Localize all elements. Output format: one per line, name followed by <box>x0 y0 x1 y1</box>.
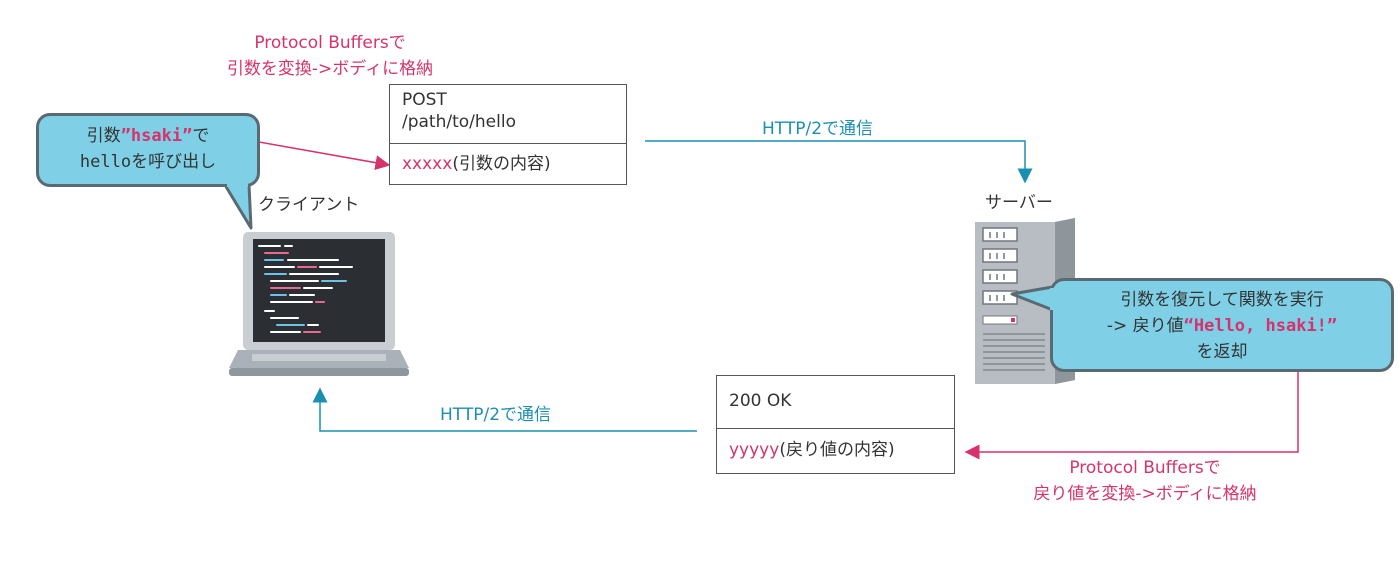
server-bubble-tail <box>1010 284 1059 314</box>
top-protocol-line1: Protocol Buffersで <box>254 33 406 53</box>
response-status: 200 OK <box>729 391 792 411</box>
client-bubble-prefix: 引数 <box>86 126 121 146</box>
laptop-icon <box>229 232 409 376</box>
server-bubble-line1: 引数を復元して関数を実行 <box>1120 290 1324 310</box>
client-bubble-call: を呼び出し <box>131 152 217 172</box>
request-body-desc: (引数の内容) <box>452 154 551 174</box>
server-speech-bubble: 引数を復元して関数を実行 -> 戻り値“Hello, hsaki!” を返却 <box>1050 278 1394 372</box>
server-bubble-return-value: “Hello, hsaki!” <box>1183 316 1338 336</box>
server-bubble-return-prefix: -> 戻り値 <box>1106 316 1184 336</box>
response-http-label: HTTP/2で通信 <box>440 405 552 425</box>
response-body-desc: (戻り値の内容) <box>779 440 895 460</box>
request-http-label: HTTP/2で通信 <box>762 119 874 139</box>
response-box: 200 OK yyyyy(戻り値の内容) <box>716 375 955 474</box>
client-bubble-arg: ”hsaki” <box>120 126 193 146</box>
client-bubble-tail <box>225 182 253 230</box>
return-pointer-arrow <box>964 345 1299 460</box>
request-http-arrow <box>645 140 1033 184</box>
server-bubble-tail-join <box>1050 288 1056 310</box>
response-http-arrow <box>312 387 697 432</box>
top-protocol-line2: 引数を変換->ボディに格納 <box>226 59 434 79</box>
top-protocol-label: Protocol Buffersで 引数を変換->ボディに格納 <box>180 30 480 82</box>
client-bubble-suffix: で <box>192 126 210 146</box>
bottom-protocol-label: Protocol Buffersで 戻り値を変換->ボディに格納 <box>985 455 1305 507</box>
bottom-protocol-line1: Protocol Buffersで <box>1069 458 1221 478</box>
request-box: POST /path/to/hello xxxxx(引数の内容) <box>389 84 627 185</box>
bottom-protocol-line2: 戻り値を変換->ボディに格納 <box>1033 484 1257 504</box>
arg-pointer-arrow <box>241 138 391 171</box>
server-label: サーバー <box>985 193 1053 213</box>
request-method: POST <box>402 90 447 110</box>
client-bubble-func: hello <box>79 152 132 172</box>
client-label: クライアント <box>258 195 360 215</box>
request-path: /path/to/hello <box>402 112 516 132</box>
response-body-value: yyyyy <box>729 440 780 460</box>
server-bubble-line3: を返却 <box>1196 342 1248 362</box>
request-body-value: xxxxx <box>402 154 453 174</box>
client-speech-bubble: 引数”hsaki”で helloを呼び出し <box>36 113 260 187</box>
